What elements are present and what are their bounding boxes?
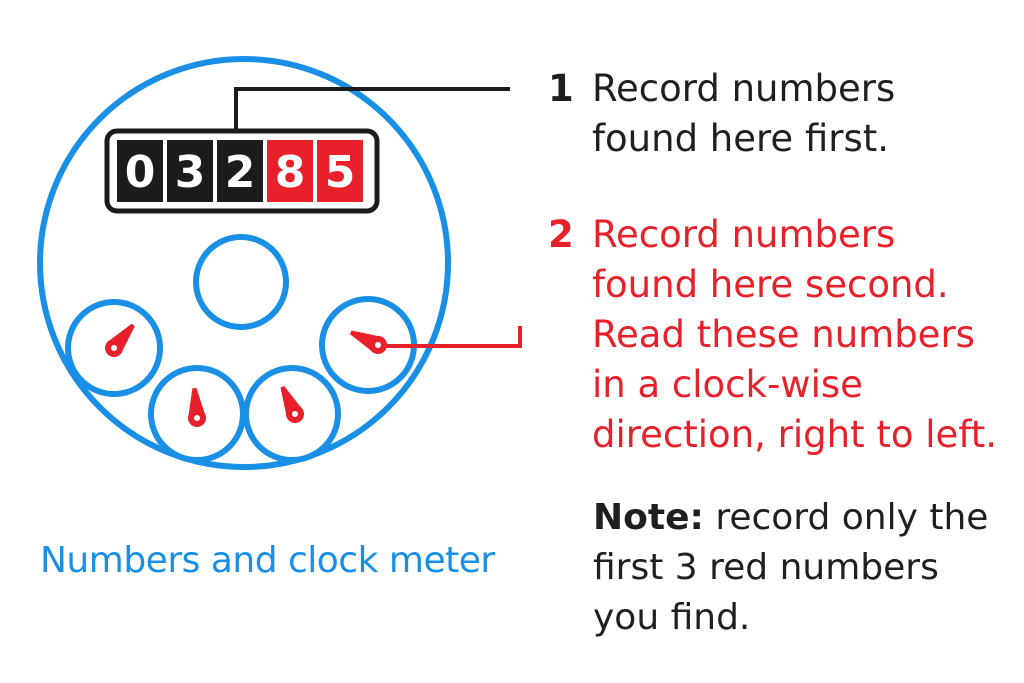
step-1-number: 1 — [548, 67, 574, 110]
clock-pointer-4 — [349, 330, 387, 354]
odometer-digit-cell — [167, 140, 213, 202]
diagram-caption: Numbers and clock meter — [40, 540, 495, 581]
odometer-digit: 3 — [175, 147, 206, 198]
step-2-line: Record numbers — [592, 213, 896, 256]
step-2-number: 2 — [548, 213, 574, 256]
step-2-line: direction, right to left. — [592, 413, 997, 456]
step-1: 1 Record numbers found here first. — [548, 64, 1012, 164]
note-line-1-text: record only the — [703, 497, 989, 538]
clock-pointer-3 — [280, 385, 304, 423]
step-2-line: Read these numbers — [592, 313, 975, 356]
odometer-digit-cell — [317, 140, 363, 202]
step-2-line: in a clock-wise — [592, 363, 863, 406]
note-line-3: you find. — [593, 597, 751, 638]
meter-face — [37, 56, 451, 470]
note: Note: record only the first 3 red number… — [593, 493, 988, 643]
odometer-digit: 2 — [225, 147, 256, 198]
center-dial — [193, 234, 289, 330]
odometer-digit-cell — [117, 140, 163, 202]
odometer-digit-cell — [217, 140, 263, 202]
odometer-digit-cell — [267, 140, 313, 202]
note-line-1: Note: record only the — [593, 493, 988, 543]
step-1-line: Record numbers — [592, 67, 896, 110]
step-2: 2 Record numbers found here second. Read… — [548, 210, 1012, 460]
step-2-text: Record numbers found here second. Read t… — [592, 210, 1012, 460]
step-2-line: found here second. — [592, 263, 949, 306]
clock-pointer-1 — [105, 323, 135, 357]
step-1-text: Record numbers found here first. — [592, 64, 1012, 164]
callout-line-2 — [386, 326, 522, 348]
odometer-digit: 0 — [125, 147, 156, 198]
odometer-digit: 5 — [325, 147, 356, 198]
clock-pointer-2 — [188, 387, 206, 427]
callout-line-1 — [234, 87, 510, 130]
note-label: Note: — [593, 497, 704, 538]
odometer-digit: 8 — [275, 147, 306, 198]
step-1-line: found here first. — [592, 117, 890, 160]
note-line-2: first 3 red numbers — [593, 547, 939, 588]
